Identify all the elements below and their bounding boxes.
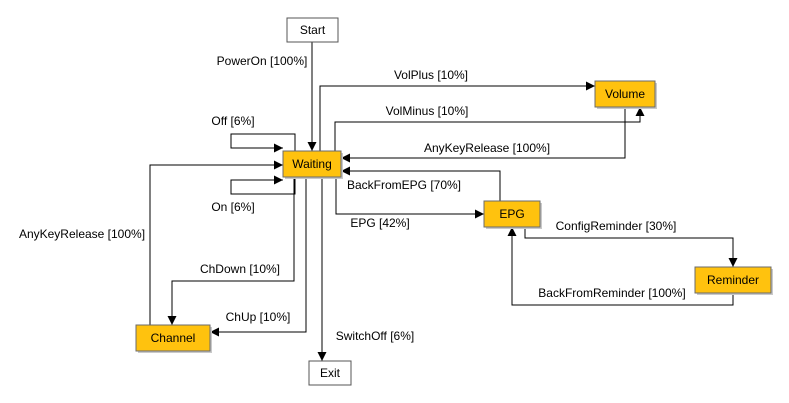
transition-label-config-reminder: ConfigReminder [30%] bbox=[556, 219, 677, 233]
transition-config-reminder bbox=[524, 227, 738, 267]
transition-label-switch-off: SwitchOff [6%] bbox=[336, 329, 414, 343]
state-node-epg: EPG bbox=[483, 200, 542, 229]
transition-label-any-key-release-volume: AnyKeyRelease [100%] bbox=[424, 141, 550, 155]
state-node-waiting: Waiting bbox=[282, 150, 343, 179]
state-node-label-channel: Channel bbox=[151, 331, 196, 345]
state-node-start: Start bbox=[286, 17, 339, 43]
state-node-label-reminder: Reminder bbox=[707, 273, 759, 287]
state-node-channel: Channel bbox=[135, 324, 212, 353]
transition-any-key-release-channel bbox=[149, 160, 283, 325]
transition-label-vol-minus: VolMinus [10%] bbox=[386, 104, 469, 118]
state-node-label-waiting: Waiting bbox=[292, 157, 332, 171]
transition-epg-select bbox=[335, 177, 484, 219]
transition-label-epg-select: EPG [42%] bbox=[350, 216, 409, 230]
state-node-exit: Exit bbox=[308, 360, 352, 386]
state-node-label-exit: Exit bbox=[320, 366, 341, 380]
state-node-label-epg: EPG bbox=[499, 207, 524, 221]
state-node-volume: Volume bbox=[594, 80, 657, 109]
transition-any-key-release-volume bbox=[341, 107, 626, 163]
transition-label-ch-up: ChUp [10%] bbox=[226, 310, 291, 324]
transition-back-from-epg bbox=[341, 166, 501, 201]
transition-vol-plus bbox=[319, 81, 595, 151]
transition-back-from-reminder bbox=[507, 227, 734, 306]
transition-label-back-from-epg: BackFromEPG [70%] bbox=[347, 178, 461, 192]
transition-label-off-loop: Off [6%] bbox=[211, 114, 254, 128]
transition-vol-minus bbox=[334, 107, 645, 151]
state-node-reminder: Reminder bbox=[694, 266, 773, 295]
transition-ch-up bbox=[210, 177, 307, 337]
transition-label-ch-down: ChDown [10%] bbox=[200, 262, 280, 276]
transition-off-loop bbox=[230, 133, 296, 153]
transition-ch-down bbox=[167, 177, 295, 325]
transition-label-on-loop: On [6%] bbox=[211, 200, 254, 214]
transition-label-back-from-reminder: BackFromReminder [100%] bbox=[538, 286, 685, 300]
transition-on-loop bbox=[230, 175, 296, 195]
transition-label-power-on: PowerOn [100%] bbox=[217, 54, 308, 68]
state-node-label-start: Start bbox=[300, 23, 326, 37]
transition-label-vol-plus: VolPlus [10%] bbox=[394, 68, 468, 82]
state-node-label-volume: Volume bbox=[605, 87, 645, 101]
transition-label-any-key-release-channel: AnyKeyRelease [100%] bbox=[19, 227, 145, 241]
